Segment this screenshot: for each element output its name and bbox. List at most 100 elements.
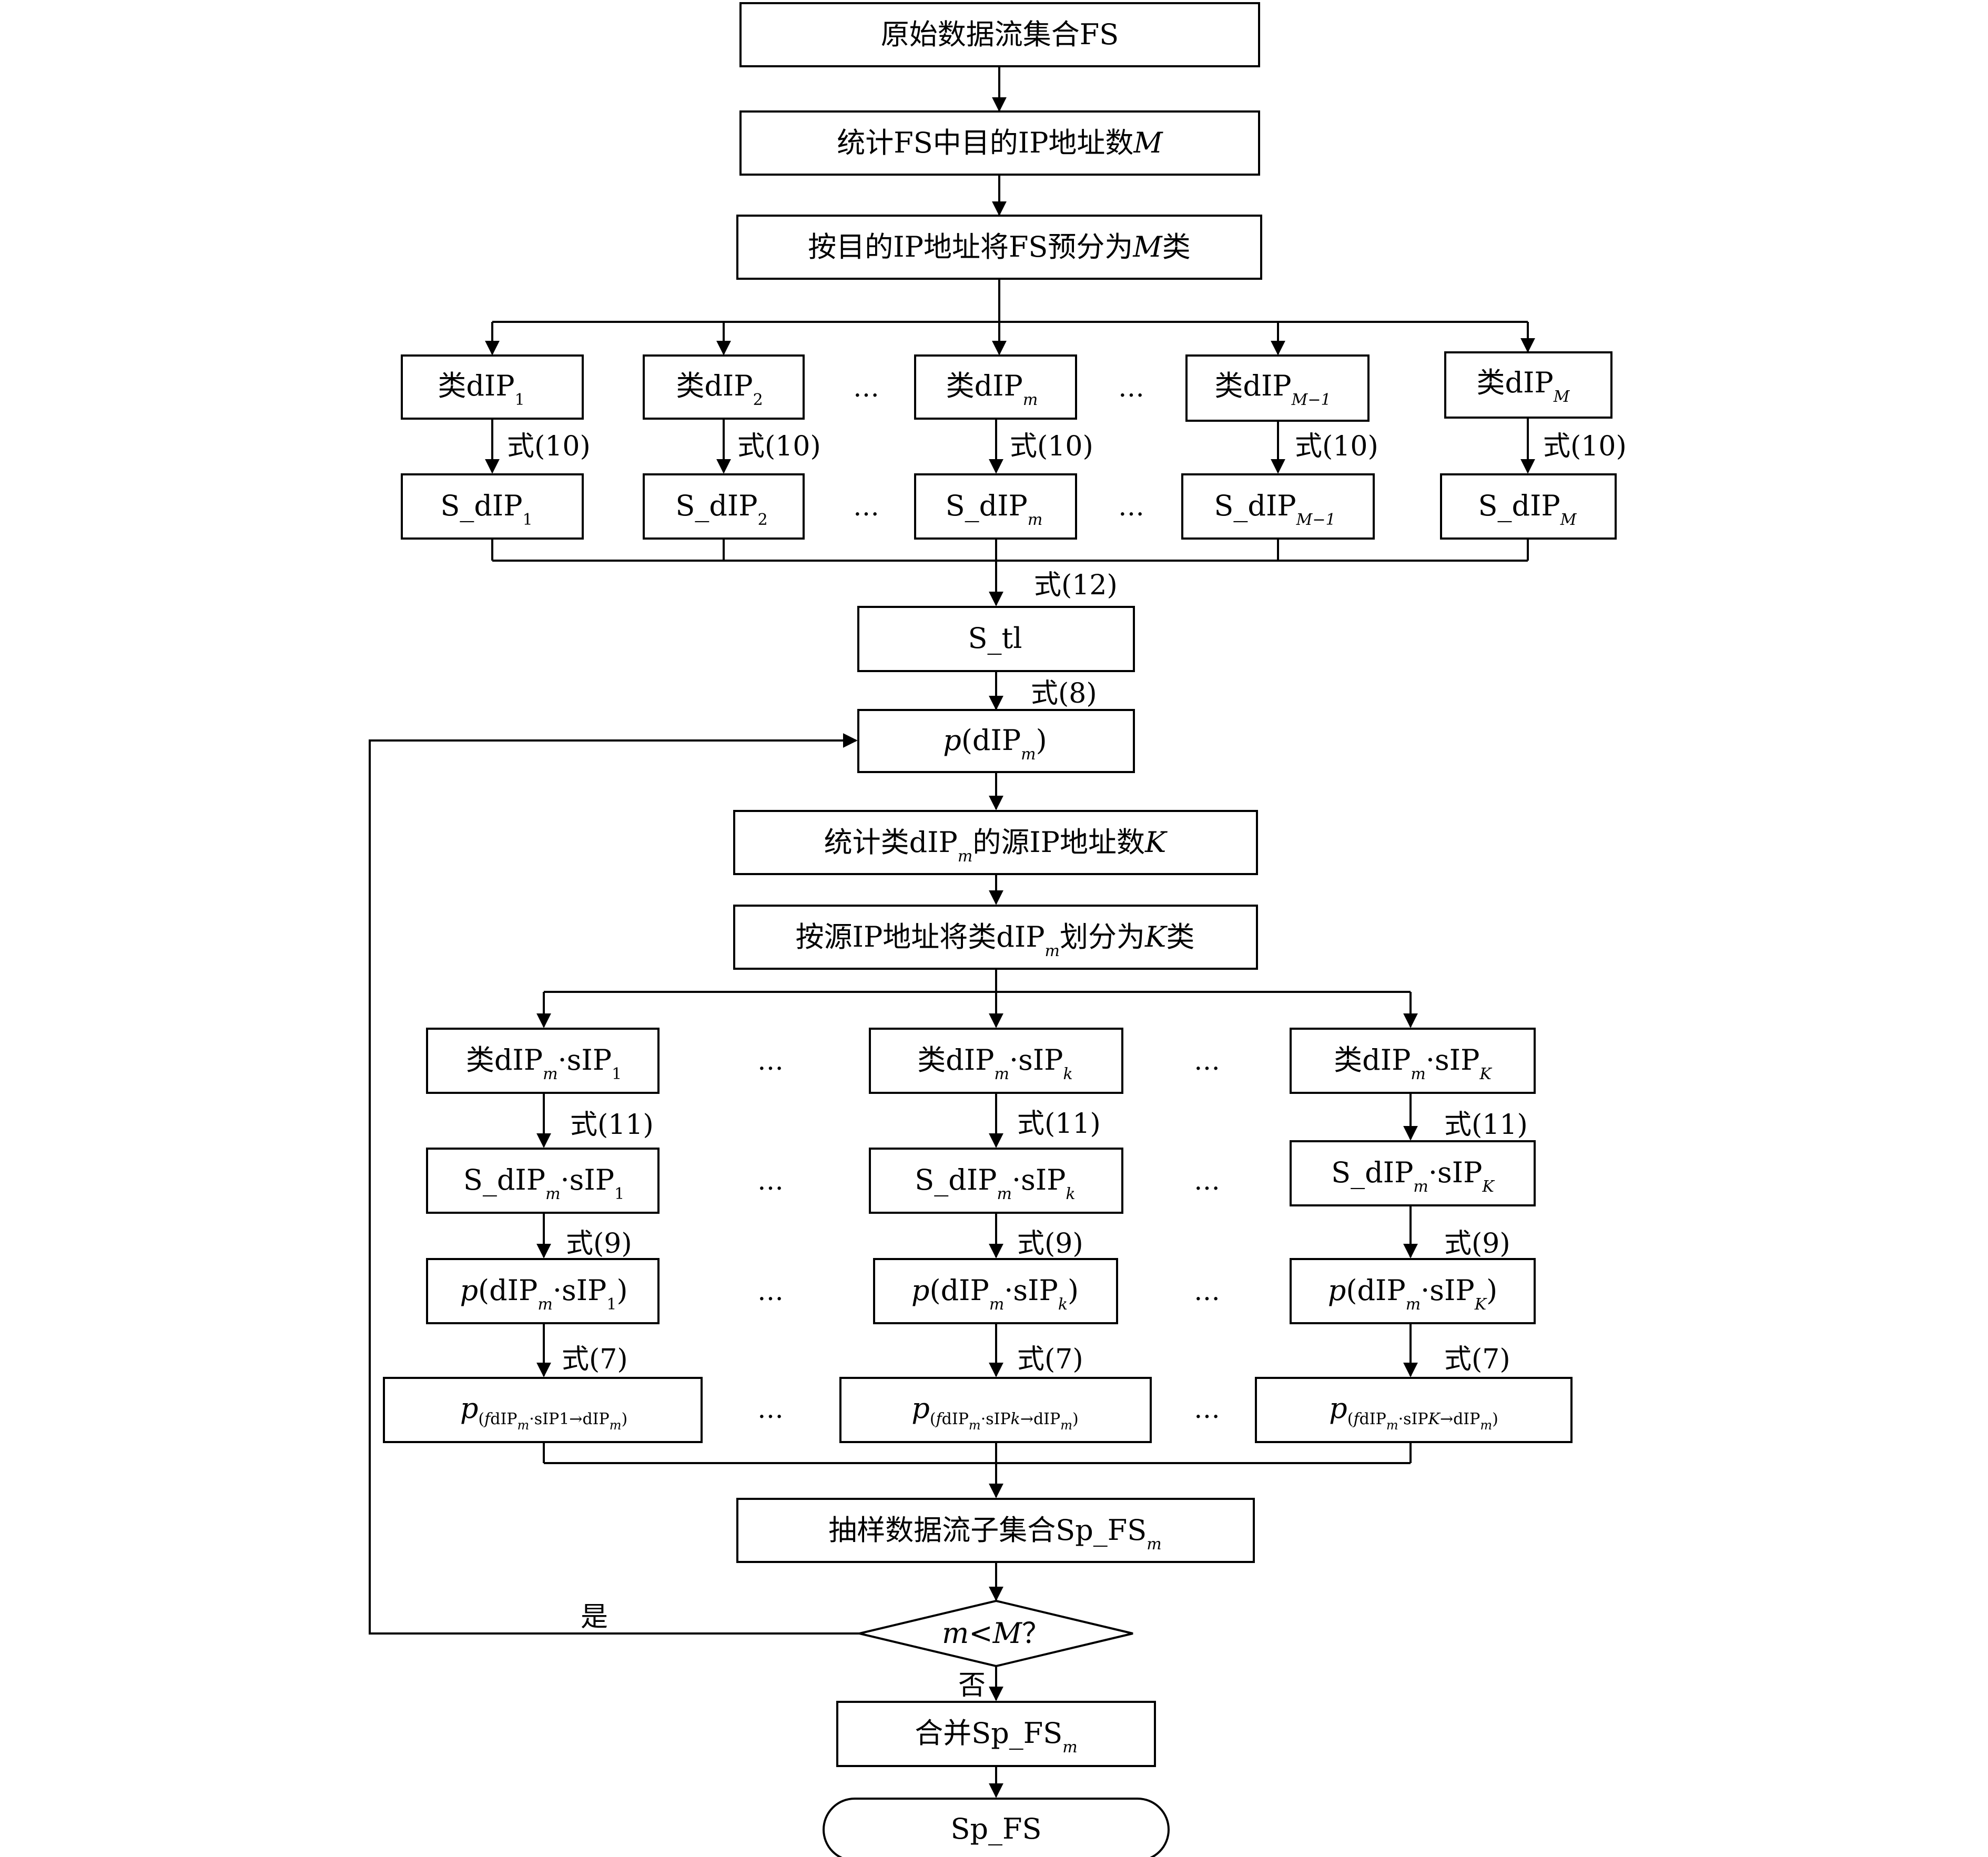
svg-text:类dIPm: 类dIPm [946, 369, 1038, 409]
s-dip-2: S_dIP2 [643, 473, 805, 540]
label-eq11-1: 式(11) [570, 1109, 654, 1141]
label-eq7-1: 式(7) [562, 1344, 628, 1375]
svg-text:S_dIPm: S_dIPm [946, 489, 1043, 529]
ellipses: … … … … … … … … … … … … [757, 372, 1220, 1424]
ellipsis: … [1118, 372, 1144, 403]
svg-text:统计类dIPm的源IP地址数K: 统计类dIPm的源IP地址数K [824, 826, 1168, 866]
p-dip-m-sip-1: p(dIPm·sIP1) [426, 1258, 660, 1324]
label-eq10-m: 式(10) [1010, 431, 1093, 462]
node-split-by-source: 按源IP地址将类dIPm划分为K类 [733, 905, 1258, 970]
node-merge: 合并Sp_FSm [836, 1701, 1156, 1767]
class-dip-m-minus-1: 类dIPM−1 [1185, 354, 1370, 422]
s-dip-big-m: S_dIPM [1440, 473, 1617, 540]
p-flow-sip-1: p(fdIPm·sIP1→dIPm) [383, 1377, 703, 1443]
label-eq10-2: 式(10) [737, 431, 821, 462]
decision-m-less-than-m: m<M？ [859, 1599, 1133, 1668]
node-p-dip-m: p(dIPm) [857, 709, 1135, 773]
edge-labels: 式(10) 式(10) 式(10) 式(10) 式(10) 式(12) 式(8)… [507, 431, 1627, 1701]
label-eq11-big-k: 式(11) [1444, 1109, 1528, 1141]
terminator-sp-fs: Sp_FS [823, 1798, 1170, 1857]
class-dip-m-sip-big-k: 类dIPm·sIPK [1290, 1028, 1536, 1094]
svg-text:Sp_FS: Sp_FS [950, 1812, 1041, 1845]
s-dip-m-minus-1: S_dIPM−1 [1181, 473, 1375, 540]
s-dip-m-sip-1: S_dIPm·sIP1 [426, 1148, 660, 1214]
svg-text:m<M？: m<M？ [942, 1617, 1050, 1650]
ellipsis: … [757, 1394, 784, 1424]
label-yes: 是 [581, 1601, 608, 1633]
svg-text:p(dIPm): p(dIPm) [943, 724, 1047, 764]
node-original-flow-set: 原始数据流集合FS [739, 2, 1260, 67]
label-eq10-m-minus-1: 式(10) [1295, 431, 1378, 462]
p-dip-m-sip-big-k: p(dIPm·sIPK) [1290, 1258, 1536, 1324]
p-flow-sip-big-k: p(fdIPm·sIPK→dIPm) [1255, 1377, 1573, 1443]
svg-text:p(dIPm·sIPK): p(dIPm·sIPK) [1328, 1274, 1497, 1314]
svg-text:统计FS中目的IP地址数M: 统计FS中目的IP地址数M [837, 126, 1163, 159]
svg-text:类dIP2: 类dIP2 [676, 369, 763, 409]
label-eq7-k: 式(7) [1017, 1344, 1083, 1375]
svg-text:抽样数据流子集合Sp_FSm: 抽样数据流子集合Sp_FSm [828, 1514, 1161, 1554]
p-flow-sip-k: p(fdIPm·sIPk→dIPm) [839, 1377, 1152, 1443]
svg-text:合并Sp_FSm: 合并Sp_FSm [915, 1717, 1077, 1757]
class-dip-big-m: 类dIPM [1444, 351, 1612, 419]
svg-text:类dIPM−1: 类dIPM−1 [1214, 369, 1331, 409]
label-eq9-1: 式(9) [566, 1228, 632, 1260]
ellipsis: … [1118, 491, 1144, 522]
class-dip-m-sip-k: 类dIPm·sIPk [869, 1028, 1123, 1094]
node-count-source-ip: 统计类dIPm的源IP地址数K [733, 810, 1258, 875]
svg-text:p(fdIPm·sIPK→dIPm): p(fdIPm·sIPK→dIPm) [1329, 1392, 1498, 1433]
svg-text:S_dIPM−1: S_dIPM−1 [1214, 489, 1335, 529]
svg-text:按源IP地址将类dIPm划分为K类: 按源IP地址将类dIPm划分为K类 [796, 920, 1195, 960]
ellipsis: … [853, 491, 879, 522]
svg-text:p(fdIPm·sIP1→dIPm): p(fdIPm·sIP1→dIPm) [460, 1392, 627, 1433]
class-dip-m: 类dIPm [914, 354, 1077, 420]
ellipsis: … [757, 1276, 784, 1306]
p-dip-m-sip-k: p(dIPm·sIPk) [873, 1258, 1118, 1324]
label-eq10-1: 式(10) [507, 431, 591, 462]
s-dip-m-sip-k: S_dIPm·sIPk [869, 1148, 1123, 1214]
svg-text:p(fdIPm·sIPk→dIPm): p(fdIPm·sIPk→dIPm) [911, 1392, 1078, 1433]
label-eq11-k: 式(11) [1017, 1108, 1101, 1140]
ellipsis: … [757, 1046, 784, 1076]
svg-text:S_dIP1: S_dIP1 [440, 489, 532, 529]
svg-text:原始数据流集合FS: 原始数据流集合FS [881, 18, 1119, 51]
node-count-destination-ip: 统计FS中目的IP地址数M [739, 110, 1260, 176]
svg-text:类dIPm·sIPk: 类dIPm·sIPk [917, 1043, 1072, 1083]
s-dip-m: S_dIPm [914, 473, 1077, 540]
node-presplit-by-destination: 按目的IP地址将FS预分为M类 [736, 215, 1262, 280]
svg-text:按目的IP地址将FS预分为M类: 按目的IP地址将FS预分为M类 [808, 230, 1190, 263]
ellipsis: … [853, 372, 879, 403]
label-eq8: 式(8) [1031, 678, 1097, 709]
svg-text:类dIPm·sIPK: 类dIPm·sIPK [1334, 1043, 1492, 1083]
svg-text:p(dIPm·sIPk): p(dIPm·sIPk) [911, 1274, 1079, 1314]
label-eq9-k: 式(9) [1017, 1228, 1083, 1260]
svg-text:类dIP1: 类dIP1 [438, 369, 524, 409]
ellipsis: … [1194, 1165, 1220, 1196]
svg-text:S_dIP2: S_dIP2 [675, 489, 767, 529]
label-eq9-big-k: 式(9) [1444, 1228, 1510, 1260]
svg-text:类dIPM: 类dIPM [1477, 366, 1570, 406]
svg-text:S_dIPM: S_dIPM [1478, 489, 1577, 529]
svg-text:S_tl: S_tl [968, 622, 1022, 655]
s-dip-m-sip-big-k: S_dIPm·sIPK [1290, 1140, 1536, 1206]
label-eq10-big-m: 式(10) [1543, 431, 1627, 462]
label-eq12: 式(12) [1034, 570, 1118, 601]
connectors [369, 66, 1535, 1798]
svg-text:类dIPm·sIP1: 类dIPm·sIP1 [466, 1043, 622, 1083]
svg-text:S_dIPm·sIP1: S_dIPm·sIP1 [463, 1163, 624, 1203]
node-sample-subset: 抽样数据流子集合Sp_FSm [736, 1498, 1255, 1563]
ellipsis: … [1194, 1046, 1220, 1076]
node-s-tl: S_tl [857, 606, 1135, 672]
svg-text:S_dIPm·sIPK: S_dIPm·sIPK [1331, 1156, 1495, 1196]
ellipsis: … [757, 1165, 784, 1196]
ellipsis: … [1194, 1276, 1220, 1306]
label-no: 否 [958, 1670, 986, 1701]
s-dip-1: S_dIP1 [401, 473, 584, 540]
label-eq7-big-k: 式(7) [1444, 1344, 1510, 1375]
class-dip-1: 类dIP1 [401, 354, 584, 420]
class-dip-2: 类dIP2 [643, 354, 805, 420]
ellipsis: … [1194, 1394, 1220, 1424]
svg-text:p(dIPm·sIP1): p(dIPm·sIP1) [460, 1274, 627, 1314]
svg-text:S_dIPm·sIPk: S_dIPm·sIPk [915, 1163, 1075, 1203]
class-dip-m-sip-1: 类dIPm·sIP1 [426, 1028, 660, 1094]
